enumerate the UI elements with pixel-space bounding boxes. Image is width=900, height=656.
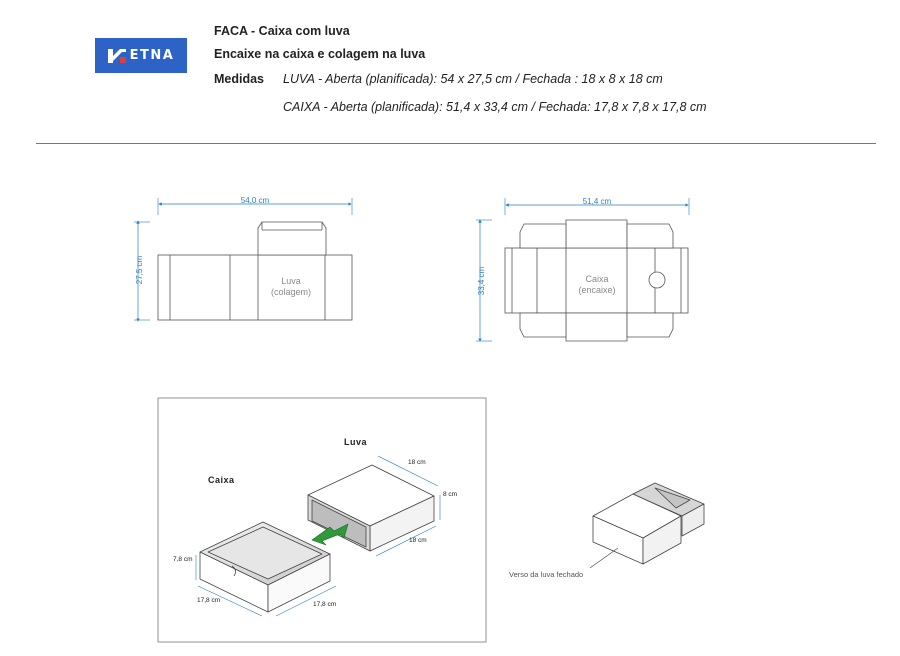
caixa-dim-right: 17,8 cm	[313, 601, 336, 608]
luva-width-label: 54,0 cm	[241, 196, 270, 205]
closed-box-drawing	[592, 482, 705, 565]
caixa-height-label: 33,4 cm	[477, 266, 486, 295]
luva-width-dimension	[157, 198, 353, 215]
document-subtitle: Encaixe na caixa e colagem na luva	[214, 47, 426, 61]
logo-text: ETNA	[129, 48, 175, 63]
caixa-height-dimension	[476, 219, 492, 342]
assembly-dimensions	[195, 455, 441, 617]
closed-view-note: Verso da luva fechado	[509, 570, 583, 579]
luva-dieline	[157, 221, 353, 321]
assembly-caixa-title: Caixa	[208, 475, 235, 485]
caixa-tray-drawing	[199, 521, 331, 613]
caixa-measures: CAIXA - Aberta (planificada): 51,4 x 33,…	[283, 100, 707, 114]
assembly-luva-title: Luva	[344, 437, 368, 447]
etna-logo: ETNA	[95, 38, 187, 73]
luva-dim-bottom: 18 cm	[409, 537, 427, 544]
insert-arrow-icon	[311, 523, 349, 546]
etna-logo-mark-icon	[107, 48, 126, 63]
caixa-width-dimension	[504, 198, 690, 215]
luva-label-line2: (colagem)	[271, 287, 311, 297]
caixa-label-line2: (encaixe)	[578, 285, 615, 295]
caixa-dieline	[504, 219, 689, 342]
caixa-width-label: 51,4 cm	[583, 197, 612, 206]
caixa-dim-left: 17,8 cm	[197, 597, 220, 604]
header-divider	[36, 143, 876, 144]
luva-measures: LUVA - Aberta (planificada): 54 x 27,5 c…	[283, 72, 663, 86]
measures-label: Medidas	[214, 72, 265, 86]
luva-sleeve-drawing	[307, 464, 435, 552]
luva-dim-top: 18 cm	[408, 459, 426, 466]
document-title: FACA - Caixa com luva	[214, 24, 350, 38]
caixa-dim-height: 7,8 cm	[173, 556, 193, 563]
luva-dim-side: 8 cm	[443, 491, 457, 498]
closed-view-leader	[589, 547, 619, 569]
luva-height-label: 27,5 cm	[135, 255, 144, 284]
caixa-label-line1: Caixa	[585, 274, 608, 284]
luva-label-line1: Luva	[281, 276, 301, 286]
luva-height-dimension	[134, 220, 150, 322]
